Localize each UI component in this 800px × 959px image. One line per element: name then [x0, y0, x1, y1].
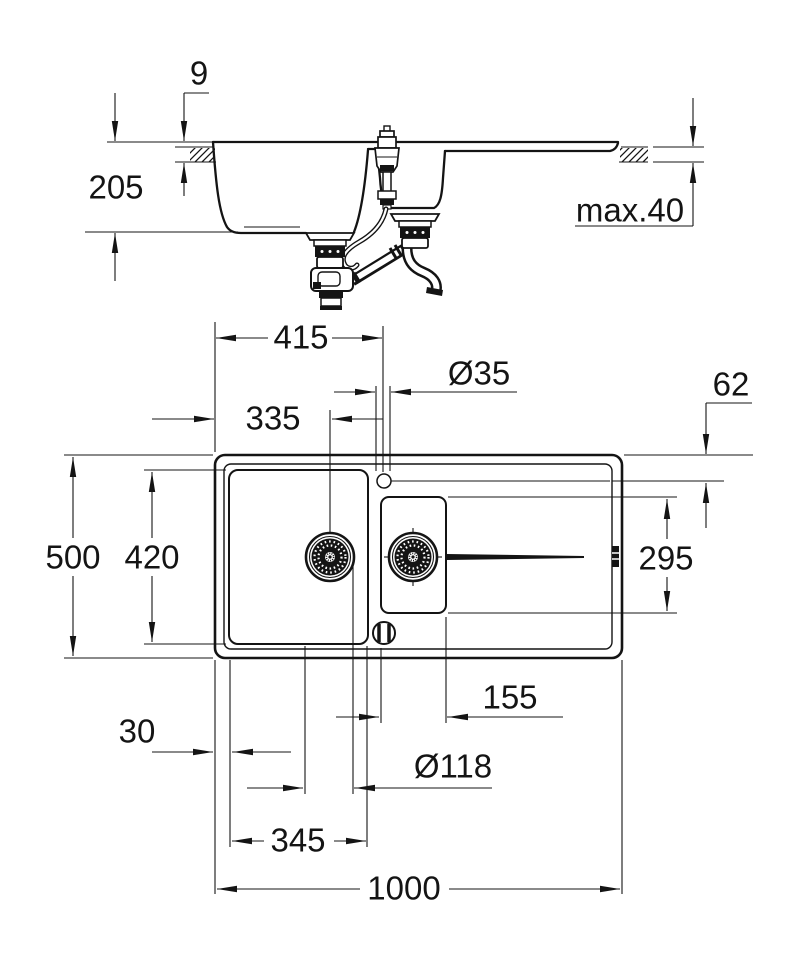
- small-bowl: [380, 496, 447, 614]
- dim-label-o118: Ø118: [414, 748, 492, 785]
- overflow-knob: [372, 621, 396, 645]
- dim-label-max40: max.40: [576, 192, 684, 229]
- sink-outer-edge: [213, 453, 624, 660]
- dim-label-415: 415: [273, 319, 328, 356]
- small-bowl-strainer: [384, 528, 442, 586]
- dim-label-345: 345: [270, 822, 325, 859]
- dim-label-9: 9: [190, 55, 208, 92]
- main-bowl-strainer: [304, 531, 356, 583]
- extension-lines: [64, 322, 753, 894]
- dim-label-500: 500: [45, 539, 100, 576]
- countertop-hatch-right: [620, 148, 648, 162]
- drainboard-groove: [447, 554, 584, 560]
- plan-view: 415 Ø35 335 62 500 420 295 155: [45, 319, 753, 907]
- dim-label-155: 155: [482, 679, 537, 716]
- dim-label-295: 295: [638, 540, 693, 577]
- dim-label-205: 205: [88, 169, 143, 206]
- countertop-hatch-left: [190, 148, 215, 162]
- dim-label-1000: 1000: [367, 870, 440, 907]
- dim-label-420: 420: [124, 539, 179, 576]
- side-elevation-view: 9 205 max.40: [85, 55, 704, 310]
- faucet-hole: [376, 473, 392, 489]
- dim-label-o35: Ø35: [448, 355, 510, 392]
- faucet-tailpiece: [374, 125, 400, 210]
- dim-label-30: 30: [119, 713, 156, 750]
- dim-label-62: 62: [713, 366, 750, 403]
- small-drain-assembly: [389, 213, 443, 296]
- main-drain-assembly: [304, 232, 356, 310]
- overflow-pipe: [349, 244, 407, 286]
- rim-logo-tab: [612, 546, 619, 567]
- dim-label-335: 335: [245, 400, 300, 437]
- main-bowl: [228, 469, 369, 645]
